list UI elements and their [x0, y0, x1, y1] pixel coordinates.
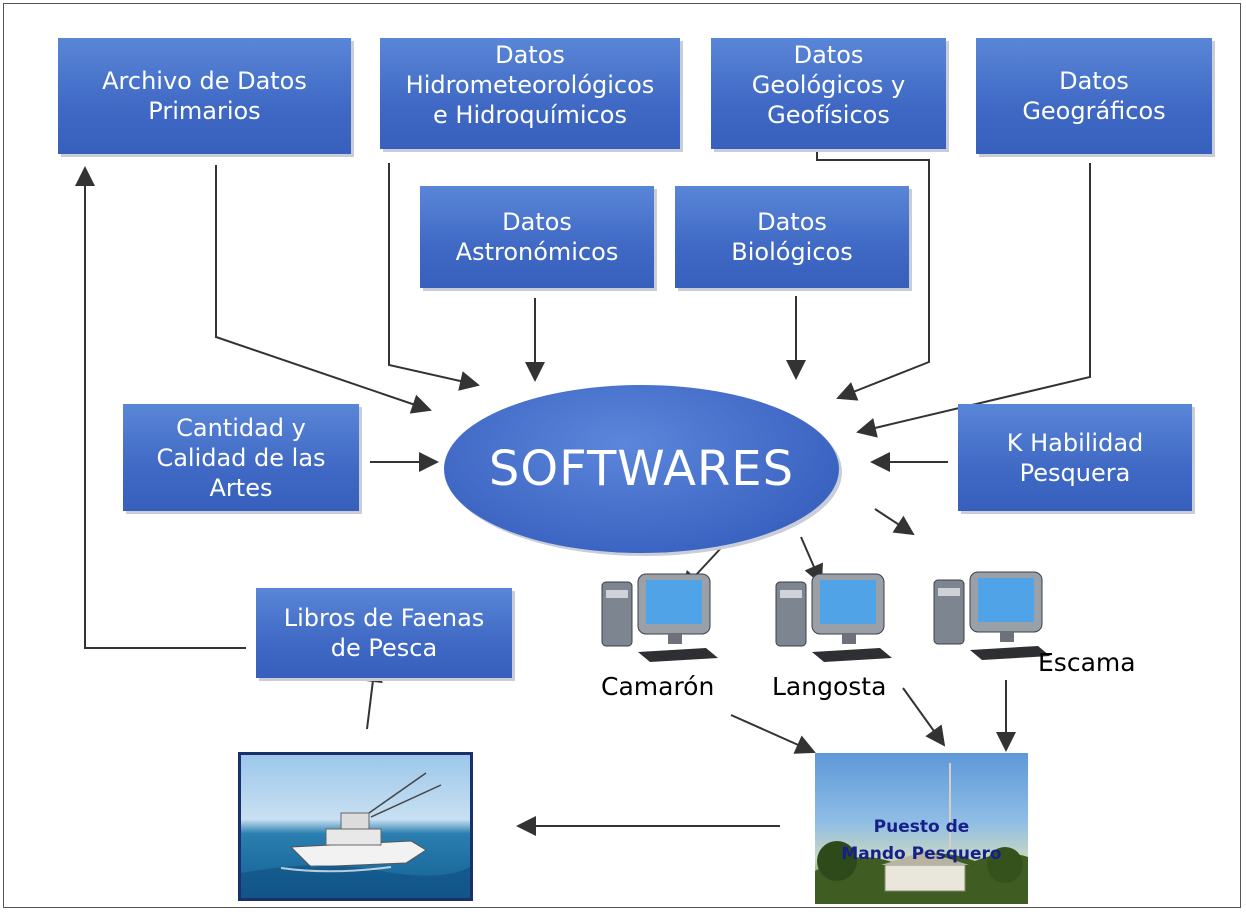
post-illustration — [815, 763, 1028, 904]
boat-photo — [238, 752, 473, 901]
box-datos-hidrometeorologicos: Datos Hidrometeorológicos e Hidroquímico… — [380, 38, 680, 149]
box-archivo-datos-primarios: Archivo de Datos Primarios — [58, 38, 351, 154]
puesto-mando-photo: Puesto de Mando Pesquero — [815, 753, 1028, 904]
box-datos-biologicos: Datos Biológicos — [675, 186, 909, 288]
label-camaron: Camarón — [601, 672, 715, 701]
arrow-libros-to-archivo — [75, 166, 246, 649]
post-title: Puesto de Mando Pesquero — [841, 817, 1002, 864]
arrow-archivo-to-softwares — [215, 165, 432, 414]
box-datos-geologicos: Datos Geológicos y Geofísicos — [711, 38, 946, 149]
softwares-label: SOFTWARES — [488, 441, 795, 497]
box-datos-astronomicos: Datos Astronómicos — [420, 186, 654, 288]
arrow-softwares-to-escama — [874, 508, 915, 536]
box-datos-geograficos: Datos Geográficos — [976, 38, 1212, 154]
computer-icon-camaron — [601, 573, 718, 662]
computer-icon-langosta — [775, 573, 892, 662]
diagram-frame — [3, 3, 1241, 908]
arrow-camaron-to-post — [730, 714, 816, 754]
boat-illustration — [241, 772, 470, 898]
computer-icon-escama — [933, 571, 1050, 660]
box-libros-faenas-pesca: Libros de Faenas de Pesca — [256, 588, 512, 678]
box-cantidad-calidad-artes: Cantidad y Calidad de las Artes — [123, 404, 359, 511]
arrow-hidro-to-softwares — [388, 163, 480, 391]
arrow-geologicos-to-softwares — [816, 148, 930, 401]
arrow-langosta-to-post — [902, 687, 946, 747]
box-k-habilidad-pesquera: K Habilidad Pesquera — [958, 404, 1192, 511]
softwares-ellipse: SOFTWARES — [444, 385, 839, 553]
arrow-geograficos-to-softwares — [856, 163, 1091, 438]
label-escama: Escama — [1038, 648, 1136, 677]
label-langosta: Langosta — [772, 672, 887, 701]
